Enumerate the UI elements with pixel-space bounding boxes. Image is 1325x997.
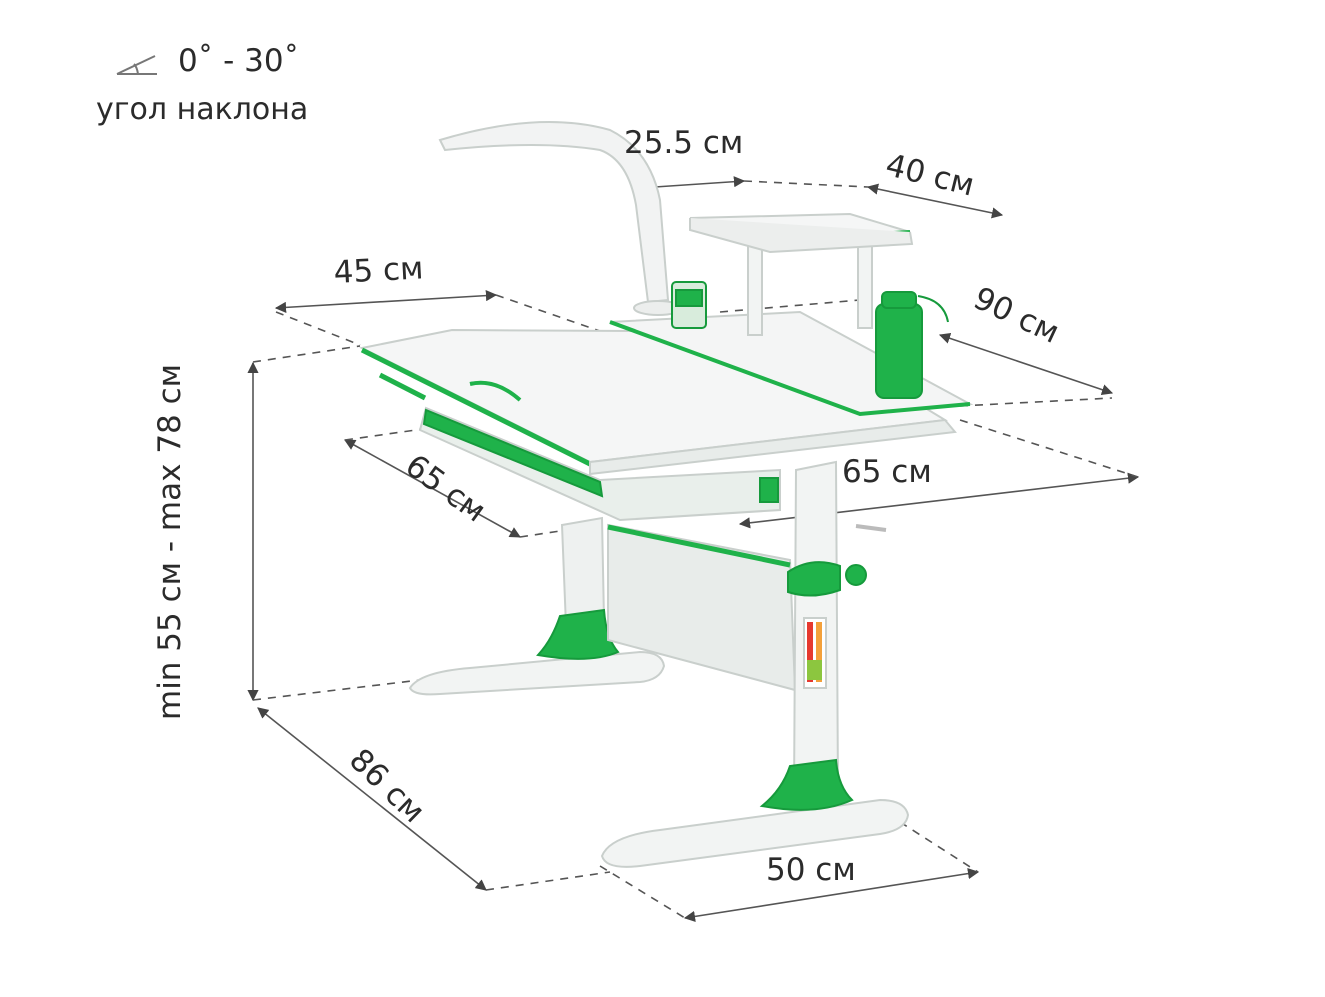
water-bottle bbox=[875, 291, 949, 399]
desk-depth-label: 45 см bbox=[332, 250, 425, 291]
desk-frame bbox=[408, 460, 910, 868]
tilt-range-label: 0˚ - 30˚ bbox=[178, 43, 300, 79]
tilt-angle-icon bbox=[116, 55, 157, 75]
tilt-caption: угол наклона bbox=[96, 92, 309, 127]
drawer bbox=[418, 406, 781, 522]
height-range-label: min 55 см - max 78 см bbox=[152, 363, 188, 720]
drawer-width-label: 65 см bbox=[842, 454, 932, 490]
pencil-sharpener bbox=[671, 281, 707, 329]
lamp-width-label: 25.5 см bbox=[624, 125, 744, 161]
foot-width-label: 50 см bbox=[766, 852, 856, 888]
